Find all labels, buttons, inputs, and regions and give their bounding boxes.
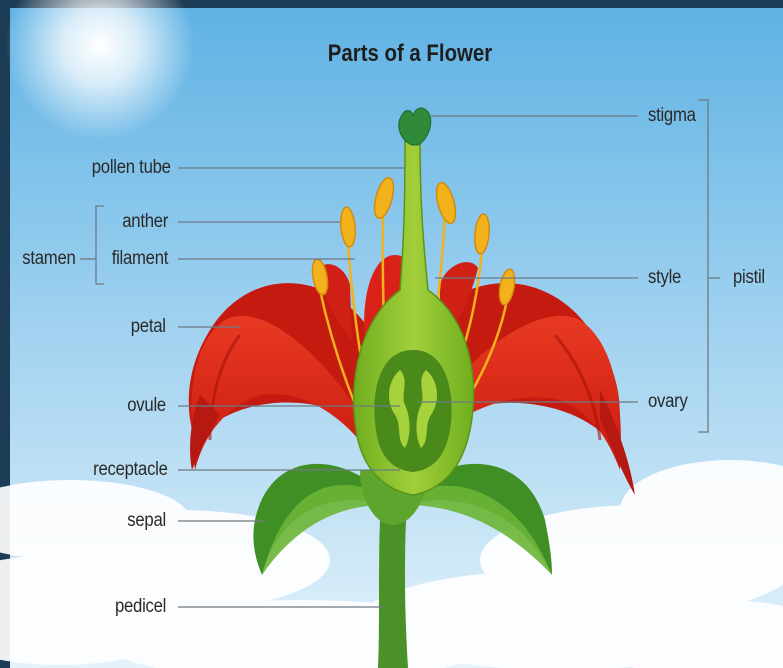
label-sepal: sepal bbox=[127, 510, 166, 532]
label-style: style bbox=[648, 267, 681, 289]
label-filament: filament bbox=[112, 248, 168, 270]
label-stamen: stamen bbox=[23, 248, 76, 270]
label-pollen-tube: pollen tube bbox=[92, 157, 171, 179]
label-pedicel: pedicel bbox=[115, 596, 166, 618]
label-ovule: ovule bbox=[127, 395, 166, 417]
label-pistil: pistil bbox=[733, 267, 765, 289]
diagram-title: Parts of a Flower bbox=[62, 40, 759, 68]
pedicel-stem bbox=[378, 520, 408, 668]
label-petal: petal bbox=[131, 316, 166, 338]
label-anther: anther bbox=[122, 211, 168, 233]
label-receptacle: receptacle bbox=[93, 459, 168, 481]
ovary-chamber bbox=[374, 350, 451, 472]
label-stigma: stigma bbox=[648, 105, 696, 127]
label-ovary: ovary bbox=[648, 391, 688, 413]
